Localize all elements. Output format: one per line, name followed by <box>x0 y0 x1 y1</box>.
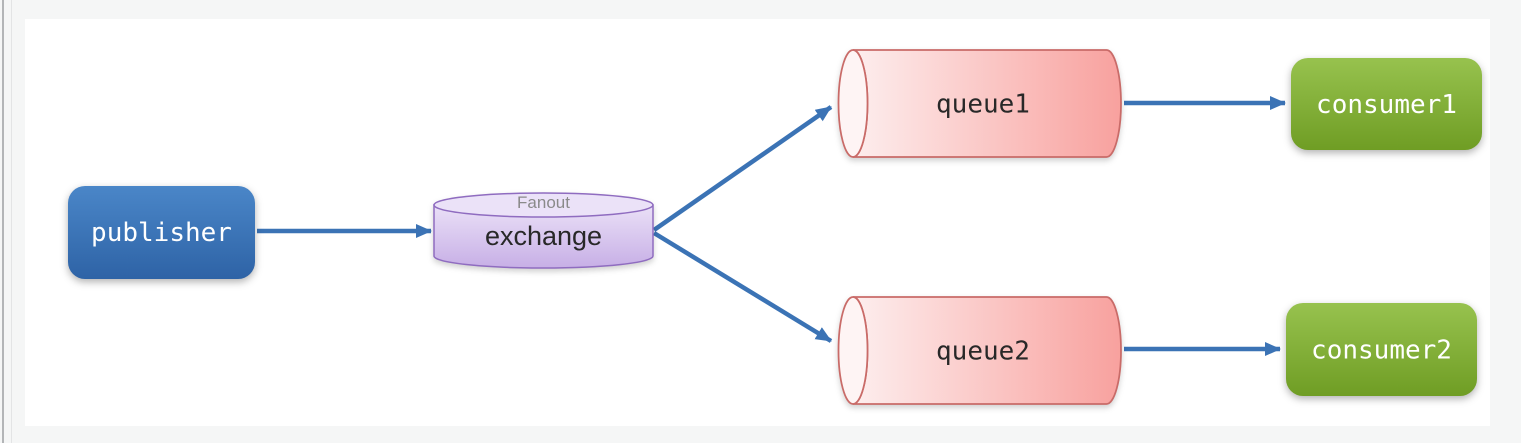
fanout-exchange-diagram: publisher Fanout exchange queue1 queue2 <box>68 49 1482 405</box>
arrow-exchange-queue1 <box>652 105 833 232</box>
node-consumer2: consumer2 <box>1286 303 1477 396</box>
node-publisher: publisher <box>68 186 255 279</box>
consumer2-box <box>1286 303 1477 396</box>
window-left-edge <box>2 0 4 443</box>
node-consumer1: consumer1 <box>1291 58 1482 150</box>
consumer1-box <box>1291 58 1482 150</box>
exchange-cylinder-top <box>433 192 654 218</box>
node-queue2: queue2 <box>837 296 1122 405</box>
publisher-box <box>68 186 255 279</box>
edge-exchange-to-queue2 <box>652 231 833 343</box>
consumer2-label: consumer2 <box>1311 336 1452 366</box>
queue1-cylinder-cap <box>837 49 869 158</box>
queue1-label: queue1 <box>936 90 1030 120</box>
queue2-label: queue2 <box>936 337 1030 367</box>
edge-exchange-to-queue1 <box>652 105 833 232</box>
window-left-edge-highlight <box>11 0 12 443</box>
exchange-cylinder-body <box>433 204 654 269</box>
diagram-canvas: publisher Fanout exchange queue1 queue2 <box>25 19 1490 426</box>
publisher-label: publisher <box>91 218 232 248</box>
consumer1-label: consumer1 <box>1316 90 1457 120</box>
arrow-exchange-queue2 <box>652 231 833 343</box>
exchange-type-label: Fanout <box>517 193 570 212</box>
node-exchange: Fanout exchange <box>433 192 654 269</box>
exchange-label: exchange <box>485 221 602 251</box>
node-queue1: queue1 <box>837 49 1122 158</box>
queue2-cylinder-cap <box>837 296 869 405</box>
